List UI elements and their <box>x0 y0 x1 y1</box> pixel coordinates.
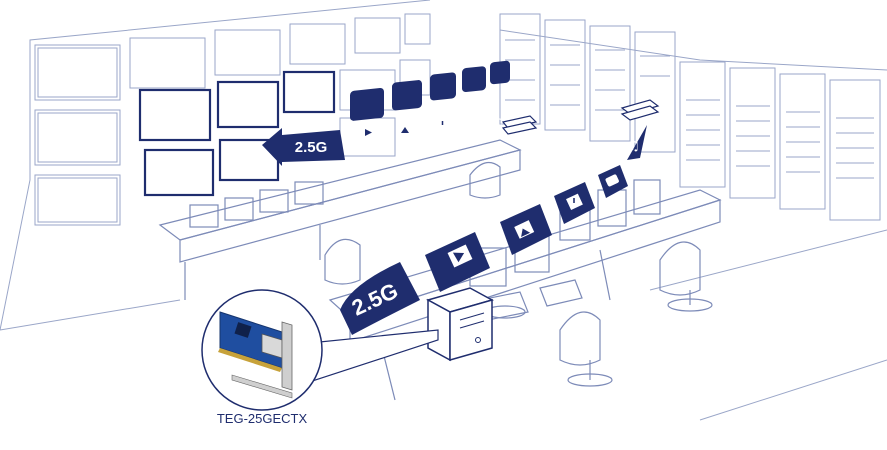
pc-tower <box>426 287 494 362</box>
video-icon <box>361 127 375 138</box>
video-wall <box>34 13 431 226</box>
rack-devices <box>501 99 660 135</box>
main-stream-head <box>340 262 420 335</box>
power-icon <box>566 193 583 210</box>
power-icon <box>437 119 448 130</box>
pcie-card-icon <box>218 311 293 399</box>
wall-screen-2 <box>216 80 280 129</box>
top-segment-image <box>392 80 422 111</box>
product-model-label: TEG-25GECTX <box>217 411 308 426</box>
chairs <box>324 161 713 387</box>
image-icon <box>400 123 413 134</box>
image-icon <box>514 220 535 239</box>
chat-icon <box>468 116 479 125</box>
top-segment-chat <box>462 66 486 93</box>
main-stream-tip <box>627 125 647 160</box>
wall-screen-3 <box>282 70 336 114</box>
top-stream-label: 2.5G <box>295 139 328 156</box>
svg-text:♫: ♫ <box>494 116 504 129</box>
top-data-stream: 2.5G ♫ <box>262 60 510 166</box>
svg-text:♫: ♫ <box>628 139 640 154</box>
top-segment-power <box>430 72 456 101</box>
main-data-stream: 2.5G ♫ <box>340 125 647 335</box>
top-segment-music <box>490 60 510 85</box>
room-outline <box>0 0 887 421</box>
chat-icon <box>605 174 619 187</box>
server-racks <box>499 13 881 221</box>
top-segment-video <box>350 88 384 121</box>
music-icon: ♫ <box>494 116 504 129</box>
top-stream-segments <box>350 60 510 121</box>
wall-screen-4 <box>143 148 215 197</box>
video-icon <box>447 244 473 268</box>
wall-screen-1 <box>138 88 212 142</box>
top-stream-arrow <box>262 128 345 166</box>
card-callout: TEG-25GECTX <box>201 289 439 426</box>
music-icon: ♫ <box>628 139 640 154</box>
